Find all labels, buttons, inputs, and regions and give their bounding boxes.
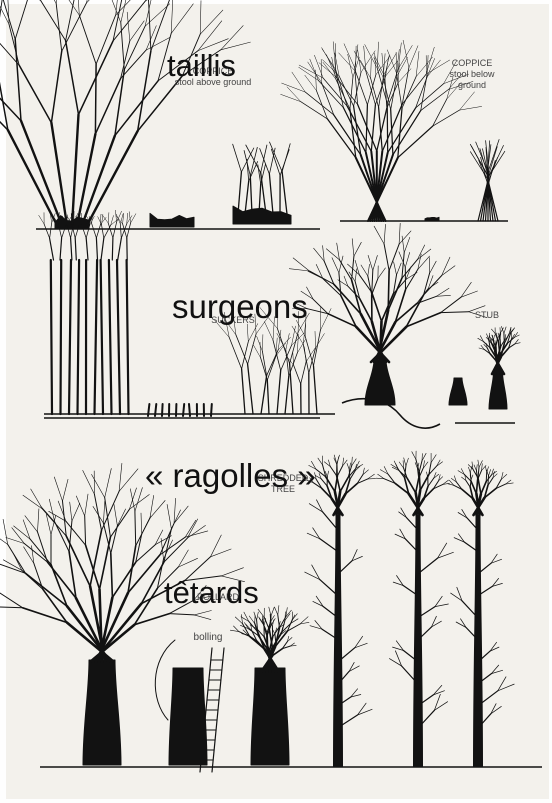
label-surgeons: surgeons [172, 290, 308, 323]
coppice-below-cut [425, 217, 439, 221]
bolling-label: bolling [178, 632, 238, 644]
pollard-trunk-regrowth [251, 668, 289, 765]
label-ragolles: « ragolles » [145, 459, 316, 492]
label-taillis: taillis [167, 50, 236, 81]
shredded-tree-2 [414, 515, 423, 767]
coppice-stool-regrowth [233, 206, 291, 224]
coppice-below-label: COPPICE stool below ground [432, 58, 512, 90]
coppice-below-title: COPPICE [432, 58, 512, 69]
stub-regrowth [489, 372, 507, 409]
tree-drawings [0, 0, 520, 772]
stub-label: STUB [462, 310, 512, 321]
shredded-tree-3 [474, 515, 483, 767]
pollard-trunk-grown [83, 660, 121, 765]
shredded-tree-1 [334, 515, 343, 767]
coppice-stool-cut [150, 213, 194, 227]
coppice-below-subtitle-2: ground [432, 80, 512, 91]
stub-trunk-grown [365, 360, 395, 405]
pollard-trunk-cut [169, 668, 207, 765]
label-tetards: têtards [164, 577, 259, 608]
stub-cut [449, 378, 467, 405]
coppice-below-subtitle-1: stool below [432, 69, 512, 80]
